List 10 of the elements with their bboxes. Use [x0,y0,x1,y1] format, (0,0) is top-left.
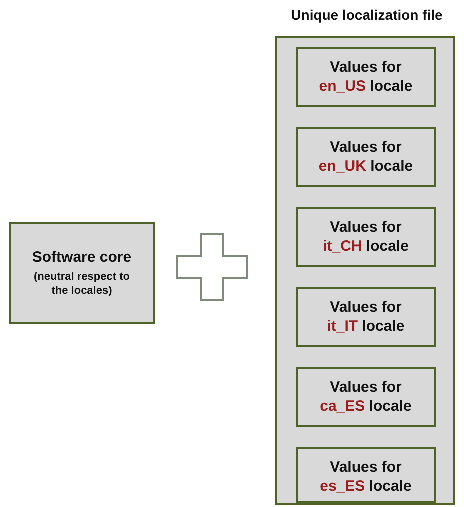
box-note: (neutral respect to the locales) [33,270,131,298]
core-box [9,222,155,324]
panel-heading: Unique localization file [290,6,444,25]
locale-box: Values for it_IT locale [296,287,436,347]
locale-box: Values for it_CH locale [296,207,436,267]
locale-box: Values for en_UK locale [296,127,436,187]
locale-box: Values for en_US locale [296,47,436,107]
box-title: Software core [32,248,132,267]
locale-box: Values for ca_ES locale [296,367,436,427]
locale-box: Values for es_ES locale [296,447,436,503]
